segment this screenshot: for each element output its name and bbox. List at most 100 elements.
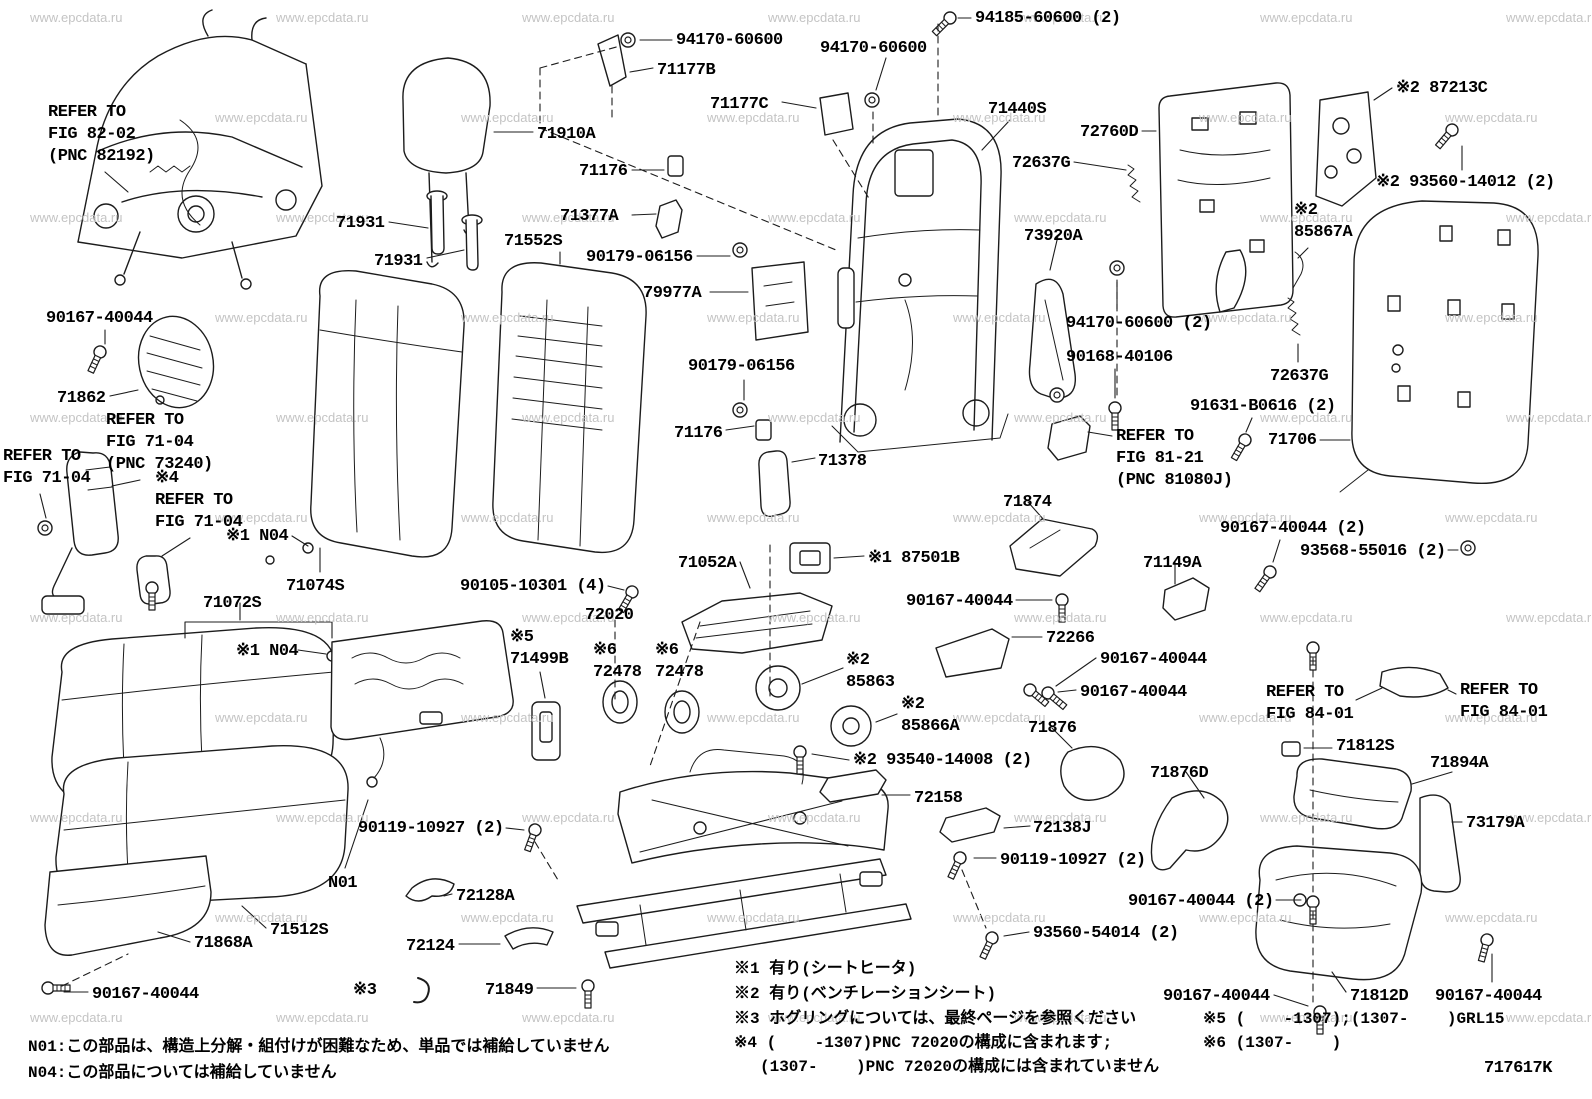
- nut-icon: [620, 32, 636, 48]
- label-71931: 71931: [336, 214, 385, 233]
- footnote-3: ※3 ホグリングについては、最終ページを参照ください: [734, 1010, 1137, 1028]
- watermark: www.epcdata.ru: [1260, 1010, 1353, 1025]
- bolt-icon: [521, 821, 544, 854]
- label-94170-60600-2: 94170-60600 (2): [1066, 314, 1212, 333]
- label-71052A: 71052A: [678, 554, 737, 573]
- label-1-N04: ※1 N04: [236, 642, 299, 661]
- label-REFER-TO: REFER TO FIG 71-04: [3, 447, 91, 488]
- watermark: www.epcdata.ru: [215, 910, 308, 925]
- watermark: www.epcdata.ru: [768, 610, 861, 625]
- suspension-panel-drawing: [751, 261, 809, 341]
- label-90167-40044-2: 90167-40044 (2): [1220, 519, 1366, 538]
- watermark: www.epcdata.ru: [1260, 810, 1353, 825]
- label-91631-B0616-2: 91631-B0616 (2): [1190, 397, 1336, 416]
- watermark: www.epcdata.ru: [1014, 810, 1107, 825]
- label-93568-55016-2: 93568-55016 (2): [1300, 542, 1446, 561]
- watermark: www.epcdata.ru: [1506, 610, 1592, 625]
- watermark: www.epcdata.ru: [768, 810, 861, 825]
- footnote-1: ※1 有り(シートヒータ): [734, 960, 917, 978]
- label-90168-40106: 90168-40106: [1066, 348, 1173, 367]
- label-71149A: 71149A: [1143, 554, 1202, 573]
- label-2: ※2 85863: [846, 651, 895, 692]
- headrest-stays-drawing: [426, 190, 483, 271]
- seatback-cover-drawing: [492, 262, 647, 554]
- label-71812S: 71812S: [1336, 737, 1395, 756]
- label-94170-60600: 94170-60600: [820, 39, 927, 58]
- label-6: ※6 72478: [655, 641, 704, 682]
- watermark: www.epcdata.ru: [1506, 10, 1592, 25]
- watermark: www.epcdata.ru: [30, 610, 123, 625]
- label-71862: 71862: [57, 389, 106, 408]
- front-trim-drawing: [44, 855, 212, 956]
- watermark: www.epcdata.ru: [276, 1010, 369, 1025]
- label-REFER-TO: REFER TO FIG 81-21 (PNC 81080J): [1116, 427, 1233, 490]
- watermark: www.epcdata.ru: [953, 710, 1046, 725]
- label-REFER-TO: REFER TO FIG 84-01: [1460, 681, 1548, 722]
- watermark: www.epcdata.ru: [1014, 1010, 1107, 1025]
- label-1-87501B: ※1 87501B: [868, 549, 960, 568]
- label-73179A: 73179A: [1466, 814, 1525, 833]
- label-71876D: 71876D: [1150, 764, 1209, 783]
- right-side-shields-drawing: [1255, 741, 1461, 981]
- label-2-87213C: ※2 87213C: [1396, 79, 1488, 98]
- label-90167-40044: 90167-40044: [46, 309, 153, 328]
- label-72266: 72266: [1046, 629, 1095, 648]
- watermark: www.epcdata.ru: [1014, 410, 1107, 425]
- watermark: www.epcdata.ru: [461, 110, 554, 125]
- watermark: www.epcdata.ru: [1014, 210, 1107, 225]
- back-panel-drawing: [1158, 82, 1294, 318]
- bolt-icon: [1228, 431, 1254, 463]
- watermark: www.epcdata.ru: [768, 10, 861, 25]
- watermark: www.epcdata.ru: [522, 210, 615, 225]
- label-72020: 72020: [585, 606, 634, 625]
- label-72138J: 72138J: [1033, 819, 1092, 838]
- watermark: www.epcdata.ru: [215, 110, 308, 125]
- label-2-93560-14012-2: ※2 93560-14012 (2): [1376, 173, 1555, 192]
- watermark: www.epcdata.ru: [707, 910, 800, 925]
- bolt-icon: [1306, 641, 1320, 671]
- watermark: www.epcdata.ru: [768, 1010, 861, 1025]
- watermark: www.epcdata.ru: [522, 810, 615, 825]
- label-2: ※2 85866A: [901, 695, 960, 736]
- label-72128A: 72128A: [456, 887, 515, 906]
- label-72124: 72124: [406, 937, 455, 956]
- watermark: www.epcdata.ru: [276, 10, 369, 25]
- seatback-frame-drawing: [831, 118, 1009, 453]
- label-71176: 71176: [674, 424, 723, 443]
- watermark: www.epcdata.ru: [276, 210, 369, 225]
- label-72637G: 72637G: [1270, 367, 1329, 386]
- label-71876: 71876: [1028, 719, 1077, 738]
- label-79977A: 79977A: [643, 284, 702, 303]
- footnote-n01: N01:この部品は、構造上分解・組付けが困難なため、単品では補給していません: [28, 1038, 610, 1056]
- bolt-icon: [929, 8, 960, 39]
- side-airbag-drawing: [1028, 278, 1077, 399]
- watermark: www.epcdata.ru: [707, 110, 800, 125]
- label-71894A: 71894A: [1430, 754, 1489, 773]
- watermark: www.epcdata.ru: [30, 1010, 123, 1025]
- footnote-6: ※6 (1307- ): [1203, 1034, 1342, 1052]
- label-71512S: 71512S: [270, 921, 329, 940]
- watermark: www.epcdata.ru: [1199, 710, 1292, 725]
- watermark: www.epcdata.ru: [522, 1010, 615, 1025]
- label-71377A: 71377A: [560, 207, 619, 226]
- label-90179-06156: 90179-06156: [688, 357, 795, 376]
- label-72637G: 72637G: [1012, 154, 1071, 173]
- label-71177C: 71177C: [710, 95, 769, 114]
- nut-icon: [1109, 260, 1125, 276]
- construction-lines: [61, 23, 1314, 1003]
- label-71177B: 71177B: [657, 61, 716, 80]
- watermark: www.epcdata.ru: [30, 410, 123, 425]
- label-71849: 71849: [485, 981, 534, 1000]
- watermark: www.epcdata.ru: [1199, 310, 1292, 325]
- watermark: www.epcdata.ru: [1014, 610, 1107, 625]
- label-90167-40044: 90167-40044: [1163, 987, 1270, 1006]
- label-71812D: 71812D: [1350, 987, 1409, 1006]
- watermark: www.epcdata.ru: [768, 410, 861, 425]
- bracket-87213C-drawing: [1315, 91, 1377, 207]
- watermark: www.epcdata.ru: [1260, 10, 1353, 25]
- label-94185-60600-2: 94185-60600 (2): [975, 9, 1121, 28]
- watermark: www.epcdata.ru: [768, 210, 861, 225]
- watermark: www.epcdata.ru: [1506, 810, 1592, 825]
- label-71874: 71874: [1003, 493, 1052, 512]
